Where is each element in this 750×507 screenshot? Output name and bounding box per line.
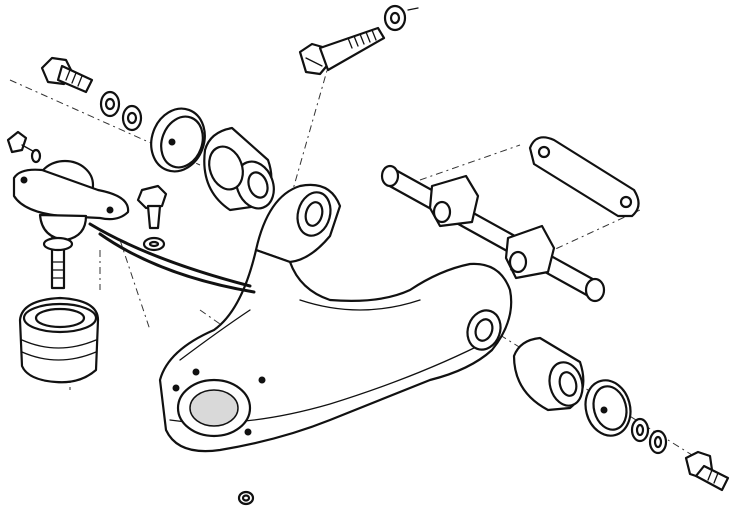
front-bolt — [40, 56, 94, 94]
grease-fitting — [6, 130, 42, 164]
rear-bushing — [512, 336, 585, 412]
ball-joint — [12, 159, 130, 290]
large-washer — [150, 107, 206, 173]
ball-joint-boot — [18, 296, 100, 384]
rear-washer — [584, 379, 632, 437]
bottom-nut — [237, 490, 255, 506]
upper-washer — [383, 4, 419, 32]
small-bolt — [136, 184, 168, 230]
cross-shaft — [380, 164, 606, 303]
rear-lock-washers — [630, 417, 668, 455]
front-bushing — [203, 126, 275, 212]
shim-plate — [528, 136, 640, 218]
control-arm — [158, 183, 513, 453]
lock-washers — [99, 90, 143, 132]
small-washer — [142, 236, 166, 252]
upper-bolt — [298, 26, 386, 76]
rear-bolt — [684, 450, 730, 492]
